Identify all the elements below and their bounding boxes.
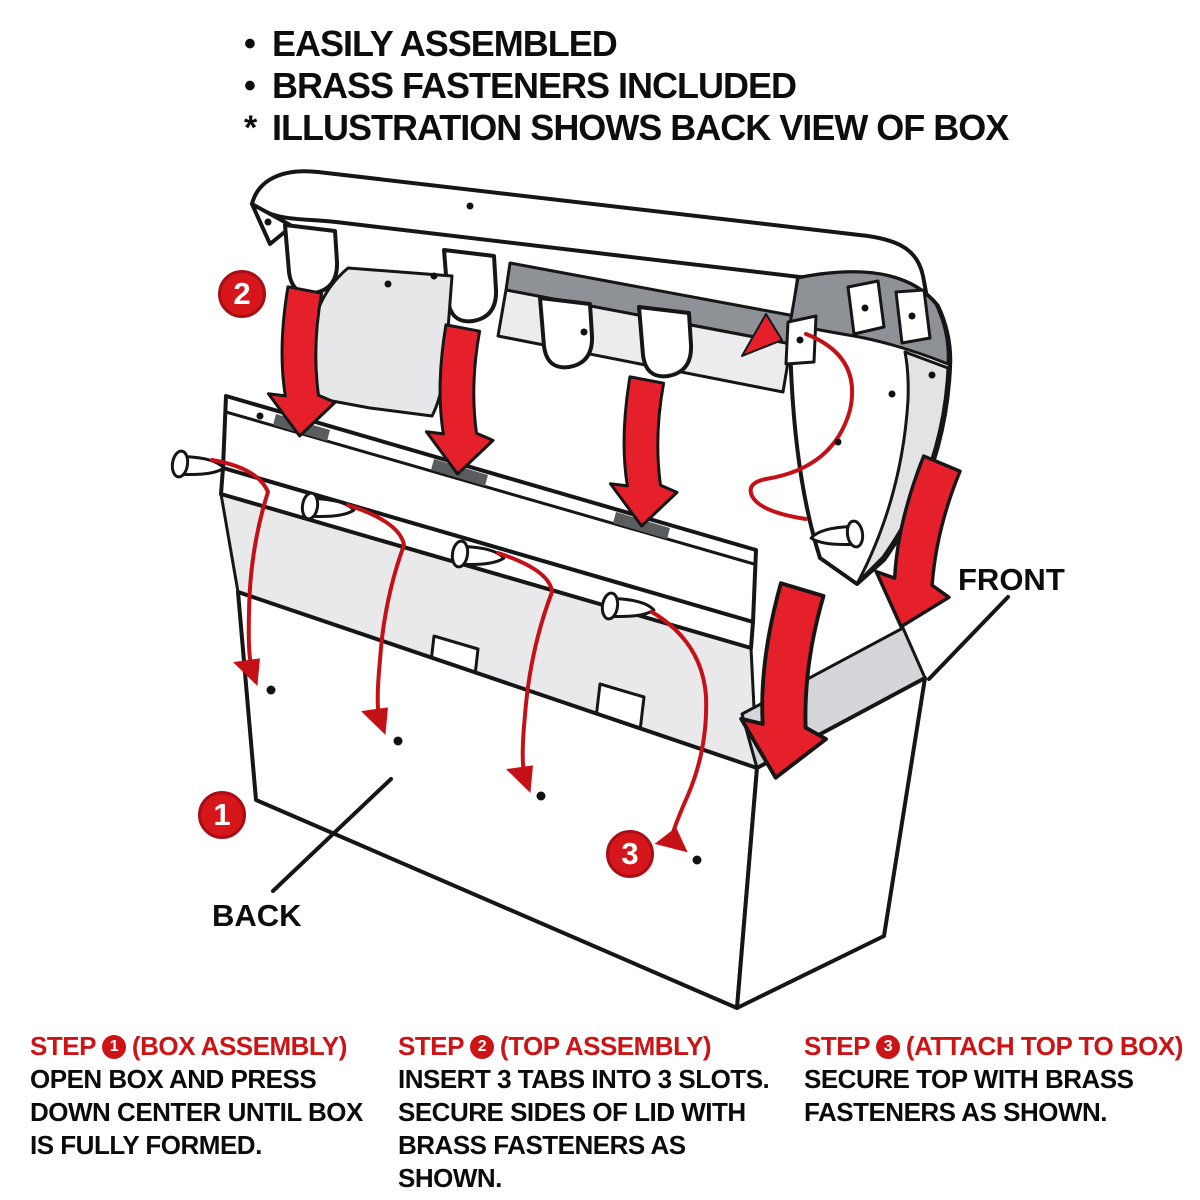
brass-pin (300, 491, 356, 521)
fastener-hole-dot (692, 855, 702, 865)
lid-tab (637, 305, 694, 379)
step-text-line: SECURE TOP WITH BRASS (804, 1064, 1134, 1094)
lid-tab (283, 223, 340, 296)
bullet-item: • EASILY ASSEMBLED (244, 24, 1008, 66)
step-number-badge: 3 (875, 1034, 900, 1059)
attach-top-arrow (874, 454, 962, 629)
lid-tab (538, 296, 595, 370)
step-text-line: OPEN BOX AND PRESS (30, 1064, 317, 1094)
bullet-text: ILLUSTRATION SHOWS BACK VIEW OF BOX (272, 107, 1009, 148)
lid-end-cap-edge (856, 350, 950, 584)
step-text-line: SHOWN. (398, 1163, 502, 1193)
step-2-column: STEP 2 (TOP ASSEMBLY) INSERT 3 TABS INTO… (398, 1030, 770, 1195)
fastener-curve (210, 458, 270, 666)
tab-insertion-arrow (424, 323, 495, 476)
step-number-badge: 1 (101, 1034, 126, 1059)
step-text-line: SECURE SIDES OF LID WITH (398, 1097, 746, 1127)
step-title: (ATTACH TOP TO BOX) (905, 1031, 1183, 1061)
step-text-line: FASTENERS AS SHOWN. (804, 1097, 1108, 1127)
step-3-column: STEP 3 (ATTACH TOP TO BOX) SECURE TOP WI… (804, 1030, 1184, 1129)
lid-left-side-panel (309, 266, 454, 418)
step-1-column: STEP 1 (BOX ASSEMBLY) OPEN BOX AND PRESS… (30, 1030, 380, 1162)
fastener-curve (650, 610, 709, 838)
step-text-line: DOWN CENTER UNTIL BOX (30, 1097, 363, 1127)
step-text-line: INSERT 3 TABS INTO 3 SLOTS. (398, 1064, 770, 1094)
brass-pin (170, 449, 226, 479)
badge-number: 1 (213, 797, 231, 832)
fastener-curve-arrowheads (233, 658, 688, 853)
end-cap-fold-curve (748, 332, 855, 521)
step-title: (BOX ASSEMBLY) (131, 1031, 348, 1061)
fastener-hole-dot (393, 736, 403, 746)
fastener-curves (210, 332, 855, 838)
bullet-marker: • (244, 67, 256, 105)
bullet-text: EASILY ASSEMBLED (272, 23, 618, 64)
bullet-text: BRASS FASTENERS INCLUDED (272, 65, 797, 106)
step-3-header: STEP 3 (ATTACH TOP TO BOX) (804, 1030, 1184, 1063)
tab-insertion-arrow (266, 285, 337, 438)
fastener-curve (496, 551, 554, 774)
bullet-marker: • (244, 25, 256, 63)
end-cap-fold-arrowhead (741, 313, 783, 357)
bullet-item: • BRASS FASTENERS INCLUDED (244, 66, 1008, 108)
insertion-arrows (266, 285, 962, 780)
step-title: (TOP ASSEMBLY) (499, 1031, 712, 1061)
brass-pin (809, 519, 865, 549)
detail-dots (256, 202, 936, 446)
badge-number: 2 (233, 276, 251, 311)
step-prefix: STEP (398, 1031, 464, 1061)
step-prefix: STEP (804, 1031, 870, 1061)
attach-top-arrow (739, 581, 828, 780)
step-2-header: STEP 2 (TOP ASSEMBLY) (398, 1030, 768, 1063)
fastener-hole-dot (536, 791, 546, 801)
header-bullets: • EASILY ASSEMBLED • BRASS FASTENERS INC… (244, 24, 1009, 150)
step-prefix: STEP (30, 1031, 96, 1061)
tab-insertion-arrow (608, 375, 679, 528)
label-back: BACK (212, 898, 302, 933)
step-number-badge: 2 (469, 1034, 494, 1059)
fastener-curve (346, 503, 406, 718)
badge-number: 3 (621, 836, 639, 871)
bullet-item: * ILLUSTRATION SHOWS BACK VIEW OF BOX (244, 107, 1009, 150)
step-text-line: IS FULLY FORMED. (30, 1130, 262, 1160)
brass-pin (450, 539, 506, 569)
fastener-hole-dot (266, 685, 276, 695)
step-text-line: BRASS FASTENERS AS (398, 1130, 686, 1160)
front-leader-line (927, 595, 1010, 681)
label-front: FRONT (958, 562, 1065, 597)
lid-left-corner-flap (250, 202, 294, 246)
step-1-header: STEP 1 (BOX ASSEMBLY) (30, 1030, 380, 1063)
lid-top-panel (250, 169, 928, 294)
back-leader-line (271, 777, 393, 893)
diagram-badge-step2: 2 (218, 270, 266, 318)
brass-pin (600, 591, 656, 621)
diagram-badge-step1: 1 (198, 791, 246, 839)
fastener-holes (266, 685, 702, 865)
diagram-badge-step3: 3 (606, 830, 654, 878)
bullet-marker: * (244, 109, 257, 147)
